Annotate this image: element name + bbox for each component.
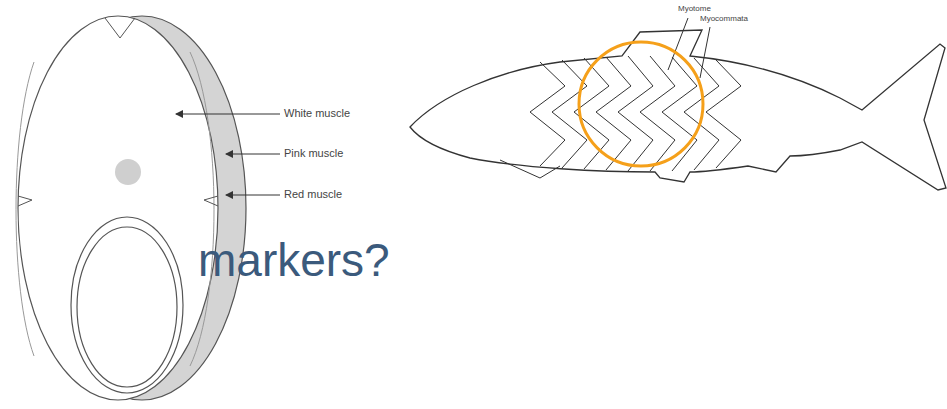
leader-line [700, 27, 710, 78]
fish-cross-section [16, 16, 246, 400]
zigzag [552, 60, 587, 168]
body-cavity [77, 227, 177, 387]
pectoral-fin [500, 160, 560, 178]
red-muscle-wedge [18, 196, 32, 206]
red-muscle-wedge [204, 196, 218, 206]
part-label: Myocommata [700, 15, 748, 23]
leader-arrow [226, 195, 280, 196]
pink-boundary [16, 62, 34, 356]
body-cavity [71, 217, 183, 393]
part-label: Red muscle [284, 189, 342, 200]
dorsal-septum [105, 18, 135, 38]
myocommata-lines [530, 18, 741, 171]
slice-face [18, 16, 218, 400]
fish-side-view [410, 30, 946, 190]
fish-outline [410, 30, 946, 190]
pink-boundary [190, 52, 214, 366]
part-label: White muscle [284, 108, 350, 119]
leader-lines [176, 114, 280, 195]
highlight-circle [579, 42, 703, 166]
zigzag [618, 56, 653, 171]
zigzag [530, 62, 565, 166]
part-label: Myotome [678, 5, 711, 13]
leader-arrow [226, 154, 280, 155]
spinal-cord [115, 159, 141, 185]
zigzag [640, 56, 675, 171]
zigzag [706, 60, 741, 168]
part-label: Pink muscle [284, 148, 343, 159]
leader-arrow [176, 114, 280, 115]
question-text: markers? [198, 237, 390, 283]
